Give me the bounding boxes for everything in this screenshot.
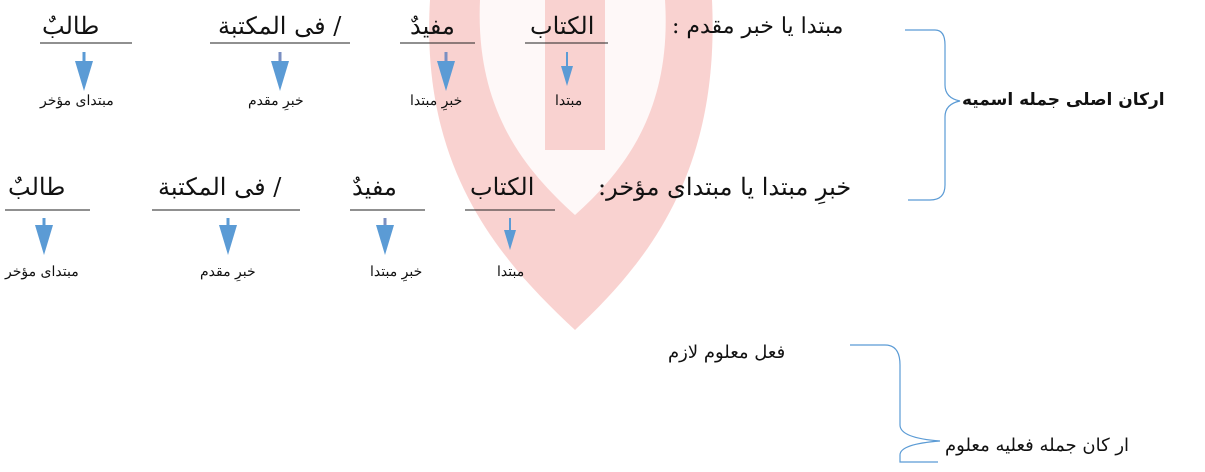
- row1-word-2: مفیدٌ: [410, 12, 455, 40]
- row2-role-3: خبرِ مقدم: [200, 264, 256, 280]
- row2-role-2: خبرِ مبتدا: [370, 264, 423, 280]
- row2-word-3: / فی المکتبة: [158, 173, 282, 201]
- row2-label: خبرِ مبتدا یا مبتدای مؤخر:: [598, 173, 852, 201]
- bracket-verbal: [850, 344, 941, 463]
- row1-role-2: خبرِ مبتدا: [410, 93, 463, 109]
- verbal-heading: ار کان جمله فعلیه معلوم: [945, 435, 1130, 456]
- nominal-heading: ارکان اصلی جمله اسمیه: [962, 90, 1165, 110]
- row1-role-3: خبرِ مقدم: [248, 93, 304, 109]
- row1-role-4: مبتدای مؤخر: [40, 93, 114, 109]
- row2-role-4: مبتدای مؤخر: [5, 264, 79, 280]
- row2-word-4: طالبٌ: [8, 173, 66, 201]
- row1-label: مبتدا یا خبر مقدم :: [672, 14, 844, 39]
- row1-word-1: الکتاب: [530, 12, 595, 40]
- row2-role-1: مبتدا: [497, 264, 525, 280]
- row1-role-1: مبتدا: [555, 93, 583, 109]
- row2-word-2: مفیدٌ: [352, 173, 397, 201]
- verbal-item: فعل معلوم لازم: [668, 342, 786, 363]
- row2-word-1: الکتاب: [470, 173, 535, 201]
- bracket-nominal: [905, 29, 961, 201]
- row1-word-3: / فی المکتبة: [218, 12, 342, 40]
- row1-word-4: طالبٌ: [42, 12, 100, 40]
